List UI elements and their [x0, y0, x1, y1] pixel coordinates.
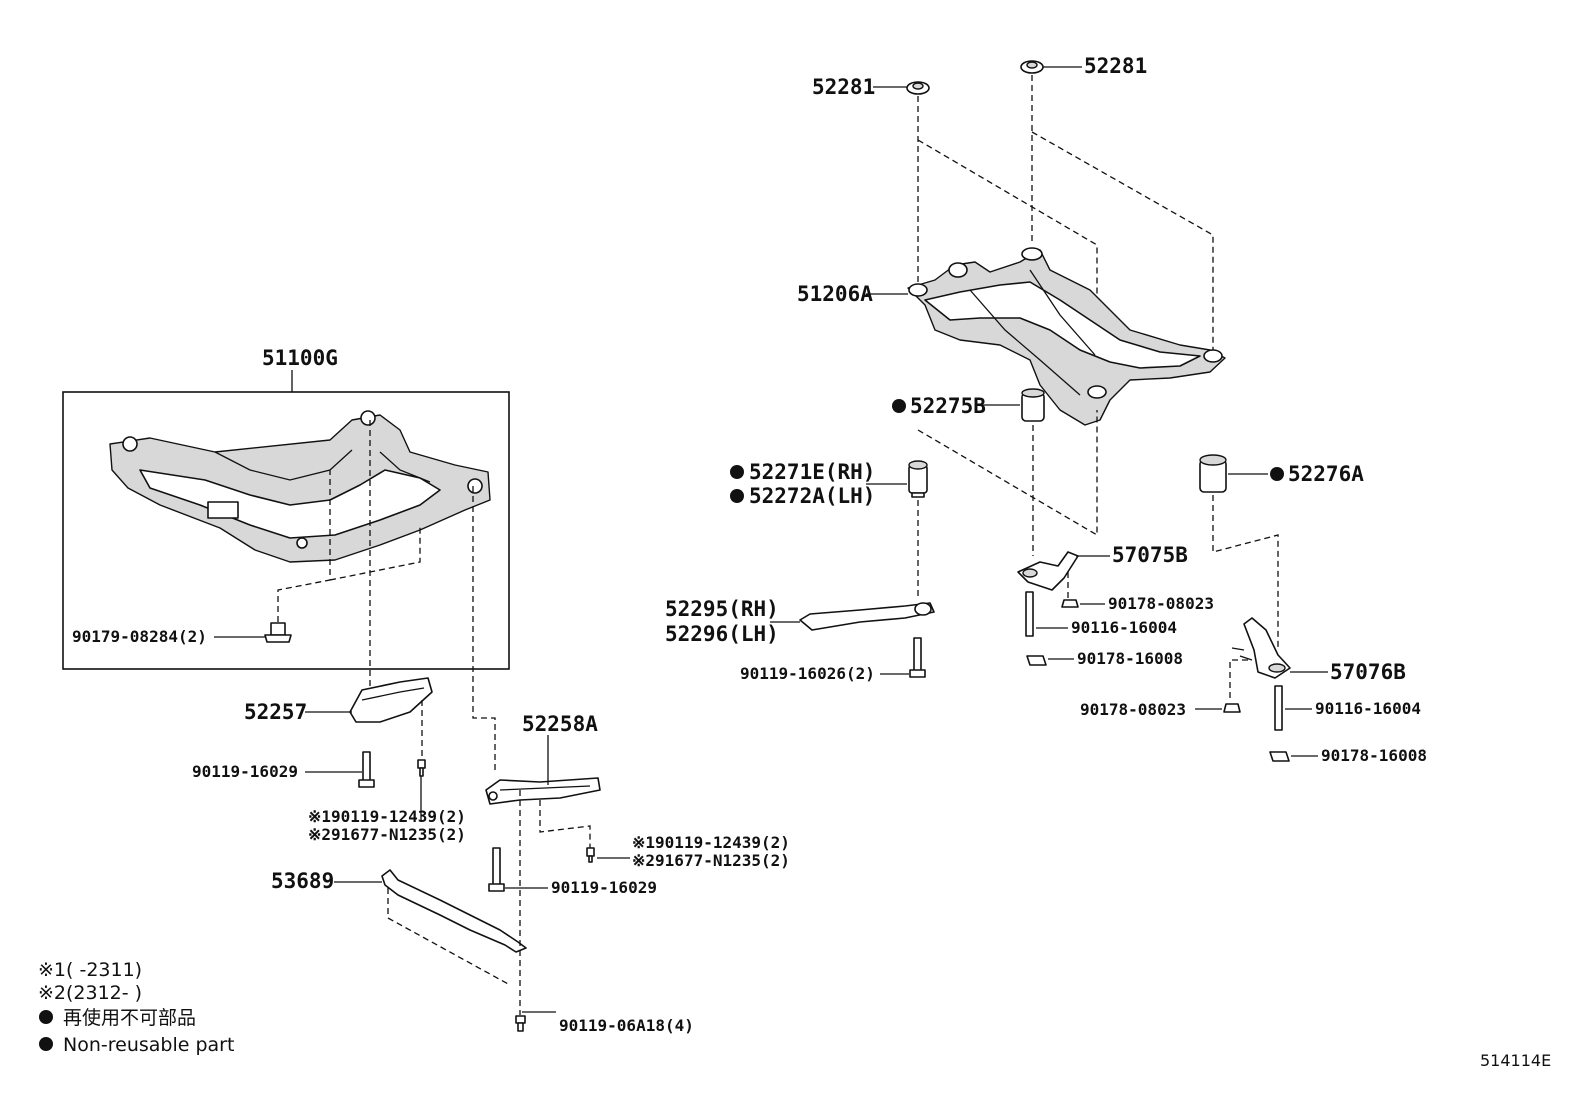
legend-note-2: ※2(2312- )	[38, 982, 142, 1004]
label-90178-08023-a[interactable]: 90178-08023	[1108, 594, 1214, 613]
label-52271E[interactable]: 52271E(RH)	[749, 460, 875, 484]
non-reusable-marker-icon	[1270, 467, 1284, 481]
label-90178-08023-b[interactable]: 90178-08023	[1080, 700, 1186, 719]
label-91677-N1235-a[interactable]: ※291677-N1235(2)	[308, 825, 466, 844]
nut-90178-16008-b[interactable]	[1269, 751, 1290, 762]
stopper-52281-b[interactable]	[1020, 60, 1044, 74]
label-90119-12439-b[interactable]: ※190119-12439(2)	[632, 833, 790, 852]
rear-suspension-member[interactable]	[907, 247, 1226, 426]
label-52258A[interactable]: 52258A	[522, 712, 598, 736]
non-reusable-legend-icon	[39, 1010, 53, 1024]
label-52295[interactable]: 52295(RH)	[665, 597, 779, 621]
label-90178-16008-b[interactable]: 90178-16008	[1321, 746, 1427, 765]
diagram-code: 514114E	[1480, 1051, 1551, 1070]
nut-90178-08023-b[interactable]	[1223, 703, 1241, 713]
nut-90178-08023-a[interactable]	[1061, 599, 1079, 608]
legend-nonreusable-en: Non-reusable part	[63, 1034, 234, 1056]
bolt-90179-08284[interactable]	[264, 622, 292, 643]
bolt-90119-12439-a[interactable]	[417, 759, 426, 777]
bracket-52258A[interactable]	[485, 777, 601, 805]
label-90179-08284[interactable]: 90179-08284(2)	[72, 627, 207, 646]
nut-90178-16008-a[interactable]	[1026, 655, 1047, 666]
subassembly-box	[62, 391, 510, 670]
label-57075B[interactable]: 57075B	[1112, 543, 1188, 567]
label-90178-16008-a[interactable]: 90178-16008	[1077, 649, 1183, 668]
bolt-90119-16026[interactable]	[909, 637, 926, 678]
label-90119-16029-b[interactable]: 90119-16029	[551, 878, 657, 897]
label-90119-12439-a[interactable]: ※190119-12439(2)	[308, 807, 466, 826]
label-57076B[interactable]: 57076B	[1330, 660, 1406, 684]
rod-52295-52296[interactable]	[799, 602, 935, 631]
label-91677-N1235-b[interactable]: ※291677-N1235(2)	[632, 851, 790, 870]
label-90119-16026[interactable]: 90119-16026(2)	[740, 664, 875, 683]
stud-90116-16004-a[interactable]	[1025, 591, 1034, 637]
bolt-90119-16029-a[interactable]	[358, 751, 375, 788]
brace-53689[interactable]	[381, 869, 527, 953]
stud-90116-16004-b[interactable]	[1274, 685, 1283, 731]
bracket-52257[interactable]	[349, 677, 433, 723]
bracket-57076B[interactable]	[1231, 617, 1291, 679]
label-52296[interactable]: 52296(LH)	[665, 622, 779, 646]
label-53689[interactable]: 53689	[271, 869, 334, 893]
label-52281-b[interactable]: 52281	[1084, 54, 1147, 78]
non-reusable-marker-icon	[730, 465, 744, 479]
bolt-90119-16029-b[interactable]	[488, 847, 505, 892]
non-reusable-marker-icon	[892, 399, 906, 413]
bolt-90119-12439-b[interactable]	[586, 847, 595, 863]
bushing-52276A[interactable]	[1199, 454, 1227, 493]
label-52281-a[interactable]: 52281	[812, 75, 875, 99]
label-51206A[interactable]: 51206A	[797, 282, 873, 306]
non-reusable-legend-icon	[39, 1037, 53, 1051]
legend-note-1: ※1( -2311)	[38, 959, 142, 981]
non-reusable-marker-icon	[730, 489, 744, 503]
label-90119-06A18[interactable]: 90119-06A18(4)	[559, 1016, 694, 1035]
label-52257[interactable]: 52257	[244, 700, 307, 724]
label-90116-16004-a[interactable]: 90116-16004	[1071, 618, 1177, 637]
bolt-90119-06A18[interactable]	[515, 1015, 526, 1032]
label-90116-16004-b[interactable]: 90116-16004	[1315, 699, 1421, 718]
label-52272A[interactable]: 52272A(LH)	[749, 484, 875, 508]
bracket-57075B[interactable]	[1017, 551, 1079, 591]
bushing-52275B[interactable]	[1021, 388, 1045, 422]
label-52275B[interactable]: 52275B	[910, 394, 986, 418]
label-51100G[interactable]: 51100G	[262, 346, 338, 370]
front-suspension-member[interactable]	[109, 410, 491, 563]
label-90119-16029-a[interactable]: 90119-16029	[192, 762, 298, 781]
bushing-52271E-52272A[interactable]	[908, 460, 928, 498]
label-52276A[interactable]: 52276A	[1288, 462, 1364, 486]
legend-nonreusable-jp: 再使用不可部品	[63, 1007, 196, 1029]
stopper-52281-a[interactable]	[906, 81, 930, 95]
